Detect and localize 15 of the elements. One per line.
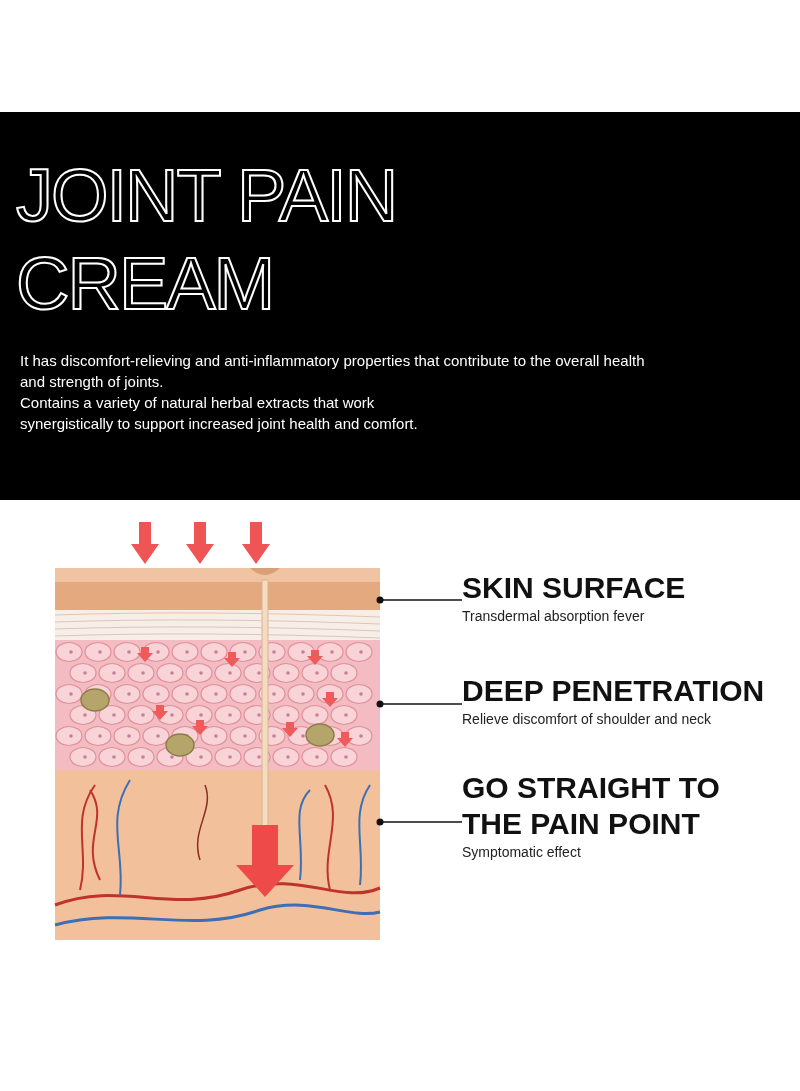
callout-heading: SKIN SURFACE bbox=[462, 570, 687, 606]
skin-surface-layer bbox=[55, 568, 380, 610]
callout-heading: DEEP PENETRATION bbox=[462, 673, 766, 709]
title: JOINT PAIN CREAM bbox=[16, 153, 398, 327]
leader-line bbox=[376, 596, 463, 604]
callout-heading: GO STRAIGHT TO THE PAIN POINT bbox=[462, 770, 721, 842]
dermis-layer bbox=[54, 770, 381, 940]
leader-line bbox=[376, 818, 463, 826]
description-text: It has discomfort-relieving and anti-inflammatory properties that contribute to the overall health and strength of joints. bbox=[20, 351, 646, 392]
callout-text: Transdermal absorption fever bbox=[462, 607, 646, 626]
callout-text: Relieve discomfort of shoulder and neck bbox=[462, 710, 713, 729]
callout-text: Symptomatic effect bbox=[462, 843, 582, 862]
leader-line bbox=[376, 700, 463, 708]
cell-layer bbox=[55, 640, 380, 770]
description-text: Contains a variety of natural herbal extracts that work synergistically to support increased joint health and comfort. bbox=[20, 393, 419, 434]
